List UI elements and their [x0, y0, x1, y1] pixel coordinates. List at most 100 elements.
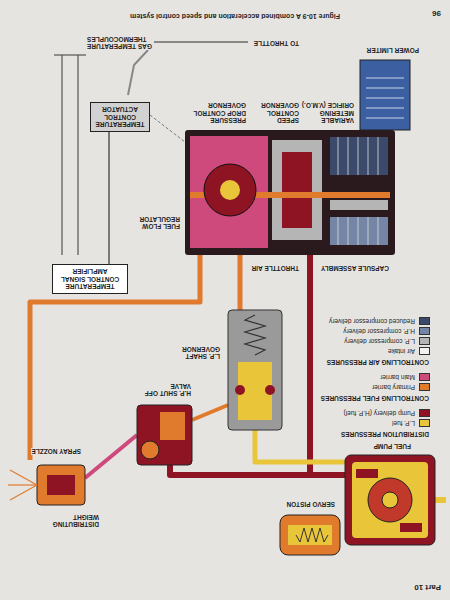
- lp-pipe: [255, 430, 345, 462]
- part-label: L.P. SHAFT GOVERNOR: [173, 345, 221, 360]
- hp-pipe: [307, 255, 313, 475]
- part-label: PRESSURE DROP CONTROL GOVERNOR: [189, 102, 247, 124]
- governor-spring: [245, 315, 265, 355]
- metering-spool: [282, 152, 312, 228]
- power-limiter: [360, 60, 410, 130]
- part-label: SERVO PISTON: [285, 501, 336, 508]
- legend-text: L.P. fuel: [392, 419, 415, 426]
- pump-body: [345, 455, 435, 545]
- lp-shaft-governor: [228, 310, 282, 430]
- part-label: FUEL PUMP: [373, 443, 412, 450]
- part-label: DISTRIBUTING WEIGHT: [36, 513, 100, 528]
- limiter-body: [360, 60, 410, 130]
- capsule: [330, 137, 388, 175]
- legend-swatch: [419, 337, 430, 345]
- legend-swatch: [419, 327, 430, 335]
- distributing-weight: [47, 475, 75, 495]
- actuator-link: [150, 115, 185, 142]
- part-label: POWER LIMITER: [366, 47, 420, 54]
- capsule: [330, 200, 388, 210]
- part-label: CONTROLLING AIR PRESSURES: [326, 359, 430, 366]
- pump-shaft: [382, 492, 398, 508]
- part-label: GAS TEMPERATURE THERMOCOUPLES: [86, 35, 154, 50]
- legend-swatch: [419, 383, 430, 391]
- spray-line: [10, 470, 37, 485]
- part-label: VARIABLE METERING ORIFICE (V.M.O.): [300, 102, 355, 124]
- legend-entry: Air intake: [388, 347, 430, 355]
- legend-entry: Primary barrier: [372, 383, 430, 391]
- spray-line: [10, 485, 37, 500]
- legend-entry: Reduced compressor delivery: [329, 317, 430, 325]
- legend-swatch: [419, 373, 430, 381]
- thermocouples: [54, 55, 86, 255]
- thermocouple-line: [54, 54, 86, 55]
- legend-swatch: [419, 409, 430, 417]
- legend-entry: H.P. compressor delivery: [343, 327, 430, 335]
- control-housing: [185, 130, 395, 255]
- box-text: TEMPERATURE CONTROL SIGNAL AMPLIFIER: [56, 268, 124, 290]
- lp-inlet: [435, 497, 446, 503]
- thermocouple-lead: [77, 55, 78, 255]
- valve-spool: [160, 412, 185, 440]
- nozzle-pipe: [85, 435, 137, 478]
- component-box: TEMPERATURE CONTROL SIGNAL AMPLIFIER: [52, 264, 128, 294]
- part-label: H.P. SHUT OFF VALVE: [134, 382, 192, 397]
- thermocouple-lead: [61, 55, 62, 255]
- part-label: TO THROTTLE: [253, 40, 300, 47]
- component-box: TEMPERATURE CONTROL ACTUATOR: [90, 102, 150, 132]
- capsule: [330, 217, 388, 245]
- servo-piston: [280, 515, 340, 555]
- legend-text: Main barrier: [380, 373, 415, 380]
- valve-cam: [141, 441, 159, 459]
- hp-shut-off-valve: [137, 405, 192, 465]
- legend-entry: L.P. compressor delivery: [344, 337, 430, 345]
- legend-swatch: [419, 347, 430, 355]
- part-label: Part 10: [413, 583, 442, 592]
- legend-entry: L.P. fuel: [392, 419, 430, 427]
- part-label: DISTRIBUTION PRESSURES: [340, 431, 430, 438]
- spray-line: [8, 484, 37, 485]
- legend-entry: Pump delivery (H.P. fuel): [344, 409, 430, 417]
- pump-rotor: [368, 478, 412, 522]
- lever: [128, 50, 148, 95]
- part-label: CAPSULE ASSEMBLY: [320, 265, 390, 272]
- part-label: 96: [431, 9, 442, 18]
- legend-text: Pump delivery (H.P. fuel): [344, 409, 415, 416]
- limiter-bellows: [366, 78, 404, 118]
- legend-swatch: [419, 419, 430, 427]
- valve-body: [137, 405, 192, 465]
- part-label: SPRAY NOZZLE: [31, 448, 82, 455]
- nozzle-body: [37, 465, 85, 505]
- spray-nozzle: [8, 465, 85, 505]
- legend-text: Primary barrier: [372, 383, 415, 390]
- figure-caption: Figure 10-9 A combined acceleration and …: [130, 13, 340, 20]
- legend-text: Reduced compressor delivery: [329, 317, 415, 324]
- part-label: FUEL FLOW REGULATOR: [129, 215, 181, 230]
- throttle-chamber: [272, 140, 322, 240]
- legend-text: H.P. compressor delivery: [343, 327, 415, 334]
- flyweight: [235, 385, 245, 395]
- governor-body: [228, 310, 282, 430]
- piston-body: [280, 515, 340, 555]
- regulator-governor: [204, 164, 256, 216]
- servo-pipe: [192, 405, 228, 420]
- signal-wire: [108, 132, 109, 264]
- legend-swatch: [419, 317, 430, 325]
- part-label: CONTROLLING FUEL PRESSURES: [320, 395, 430, 402]
- legend-text: L.P. compressor delivery: [344, 337, 415, 344]
- legend-entry: Main barrier: [380, 373, 430, 381]
- flyweight: [265, 385, 275, 395]
- fuel-pump: [345, 455, 435, 545]
- housing-body: [185, 130, 395, 255]
- pump-casing: [352, 462, 428, 538]
- bellows-lines: [338, 137, 378, 245]
- part-label: SPEED CONTROL GOVERNOR: [249, 102, 300, 124]
- part-label: THROTTLE AIR: [251, 265, 300, 272]
- box-text: TEMPERATURE CONTROL ACTUATOR: [94, 106, 146, 128]
- piston-spring: [296, 528, 328, 542]
- piston-bore: [288, 525, 332, 545]
